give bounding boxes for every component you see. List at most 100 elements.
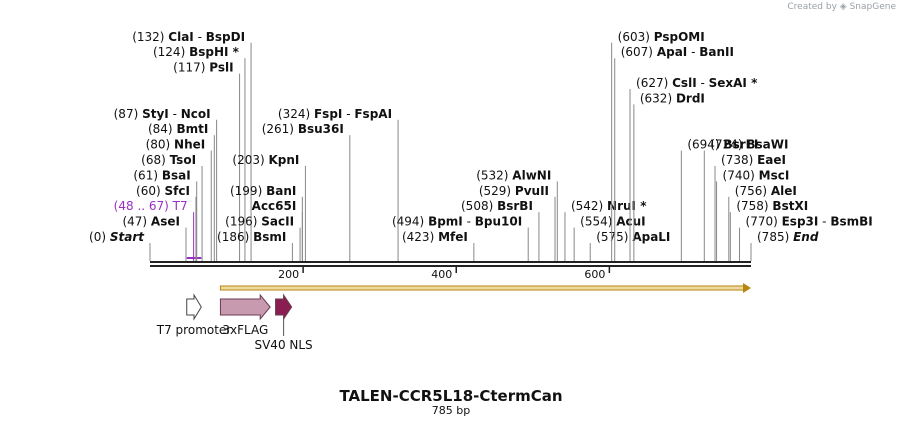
enzyme-site-label[interactable]: (494) BpmI - Bpu10I <box>392 215 529 261</box>
enzyme-site-label[interactable]: (554) AcuI <box>573 215 646 261</box>
site-label-text: (785) End <box>757 230 819 244</box>
enzyme-site-label[interactable]: (770) Esp3I - BsmBI <box>739 215 873 261</box>
site-label-part: (532) <box>476 168 512 182</box>
site-label-part: BsaWI <box>746 138 788 152</box>
site-label-text: (542) NruI * <box>571 199 647 213</box>
site-label-part: (423) <box>402 230 438 244</box>
orf-bar <box>219 285 746 291</box>
enzyme-site-label[interactable]: (324) FspI - FspAI <box>278 107 399 261</box>
site-label-text: (724) BsaWI <box>710 138 788 152</box>
site-label-part: - <box>687 45 699 59</box>
site-label-part: Acc65I <box>252 199 297 213</box>
site-label-part: BanI <box>266 184 296 198</box>
enzyme-site-label[interactable]: (724) BsaWI <box>703 138 788 261</box>
site-label-part: (529) <box>479 184 515 198</box>
site-label-part: (494) <box>392 215 428 229</box>
site-label-part: MfeI <box>438 230 468 244</box>
site-label-part: - <box>342 107 354 121</box>
site-label-text: (740) MscI <box>723 168 790 182</box>
enzyme-site-label[interactable]: (196) SacII <box>225 215 301 261</box>
enzyme-site-label[interactable]: (532) AlwNI <box>476 168 558 261</box>
t7-promoter-feature-arrow <box>186 293 202 321</box>
enzyme-site-label[interactable]: (529) PvuII <box>479 184 556 261</box>
site-label-text: (529) PvuII <box>479 184 549 198</box>
enzyme-site-label[interactable]: (117) PslI <box>173 61 241 261</box>
enzyme-site-label[interactable]: (261) Bsu36I <box>262 122 351 261</box>
enzyme-site-label[interactable]: (423) MfeI <box>402 230 475 261</box>
site-label-text: (532) AlwNI <box>476 168 551 182</box>
site-label-part: End <box>793 230 819 244</box>
site-label-text: (84) BmtI <box>148 122 208 136</box>
site-label-part: (756) <box>735 184 771 198</box>
site-label-part: SexAI * <box>709 76 758 90</box>
enzyme-site-label[interactable]: (508) BsrBI <box>461 199 540 261</box>
site-label-text: (758) BstXI <box>736 199 808 213</box>
enzyme-site-label[interactable]: (607) ApaI - BanII <box>614 45 734 261</box>
site-label-part: BsrFI <box>723 138 758 152</box>
enzyme-site-label[interactable]: (632) DrdI <box>633 91 705 261</box>
primer-site-label[interactable]: (48 .. 67) T7 <box>114 199 202 261</box>
enzyme-site-label[interactable]: (47) AseI <box>122 215 187 261</box>
site-label-text: (261) Bsu36I <box>262 122 344 136</box>
site-label-part: (554) <box>580 215 616 229</box>
enzyme-site-label[interactable]: (756) AleI <box>728 184 797 261</box>
site-label-part: BstXI <box>772 199 808 213</box>
enzyme-site-label[interactable]: (738) EaeI <box>714 153 786 261</box>
site-label-part: (0) <box>89 230 110 244</box>
site-label-text: (770) Esp3I - BsmBI <box>746 215 873 229</box>
site-label-part: PvuII <box>515 184 549 198</box>
site-label-text: (80) NheI <box>146 138 206 152</box>
site-label-text: (494) BpmI - Bpu10I <box>392 215 522 229</box>
enzyme-site-label[interactable]: (758) BstXI <box>729 199 808 261</box>
site-label-part: (694) <box>687 138 723 152</box>
site-label-text: (186) BsmI <box>217 230 286 244</box>
site-label-part: Bsu36I <box>298 122 344 136</box>
enzyme-site-label[interactable]: (694) BsrFI <box>680 138 758 261</box>
enzyme-site-label[interactable]: (132) ClaI - BspDI <box>132 30 252 261</box>
site-label-part: Start <box>110 230 145 244</box>
enzyme-site-label[interactable]: (603) PspOMI <box>611 30 705 261</box>
enzyme-site-label[interactable]: (124) BspHI * <box>153 45 246 261</box>
site-label-part: (724) <box>710 138 746 152</box>
site-label-text: (627) CslI - SexAI * <box>636 76 758 90</box>
site-label-part: (132) <box>132 30 168 44</box>
site-label-part: (203) <box>232 153 268 167</box>
enzyme-site-label[interactable]: (68) TsoI <box>141 153 203 261</box>
site-label-text: (48 .. 67) T7 <box>114 199 188 213</box>
site-label-part: ApaI <box>657 45 687 59</box>
enzyme-site-label[interactable]: (199) BanI <box>230 184 303 261</box>
site-label-text: (87) StyI - NcoI <box>114 107 211 121</box>
site-label-text: (508) BsrBI <box>461 199 533 213</box>
site-label-part: T7 <box>172 199 188 213</box>
ruler-tick-label: 200 <box>278 268 299 281</box>
enzyme-site-label[interactable]: (542) NruI * <box>564 199 647 261</box>
site-label-text: (575) ApaLI <box>596 230 670 244</box>
site-label-part: SfcI <box>164 184 189 198</box>
site-label-part: (324) <box>278 107 314 121</box>
enzyme-site-label[interactable]: (60) SfcI <box>136 184 197 261</box>
t7-promoter-feature-label: T7 promoter <box>156 323 232 337</box>
site-label-part: (117) <box>173 61 209 75</box>
site-label-part: AseI <box>151 215 180 229</box>
enzyme-site-label[interactable]: (627) CslI - SexAI * <box>629 76 758 261</box>
enzyme-site-label[interactable]: (61) BsaI <box>133 168 198 261</box>
enzyme-site-label[interactable]: (80) NheI <box>146 138 212 261</box>
enzyme-site-label[interactable]: (0) Start <box>89 230 151 261</box>
site-label-text: (694) BsrFI <box>687 138 758 152</box>
enzyme-site-label[interactable]: (186) BsmI <box>217 230 293 261</box>
site-label-part: Bpu10I <box>475 215 522 229</box>
site-label-part: (770) <box>746 215 782 229</box>
enzyme-site-label[interactable]: (740) MscI <box>716 168 790 261</box>
site-label-part: BspHI * <box>189 45 240 59</box>
site-label-text: (61) BsaI <box>133 168 190 182</box>
site-label-part: NruI * <box>607 199 647 213</box>
enzyme-site-label[interactable]: (84) BmtI <box>148 122 215 261</box>
enzyme-site-label[interactable]: (203) KpnI <box>232 153 306 261</box>
credit-prefix: Created by <box>787 2 837 12</box>
site-label-text: (203) KpnI <box>232 153 299 167</box>
site-label-part: AcuI <box>616 215 645 229</box>
enzyme-site-label[interactable]: (87) StyI - NcoI <box>114 107 218 261</box>
site-label-part: - <box>463 215 475 229</box>
site-label-part: PspOMI <box>654 30 705 44</box>
enzyme-site-label[interactable]: (785) End <box>750 230 819 261</box>
